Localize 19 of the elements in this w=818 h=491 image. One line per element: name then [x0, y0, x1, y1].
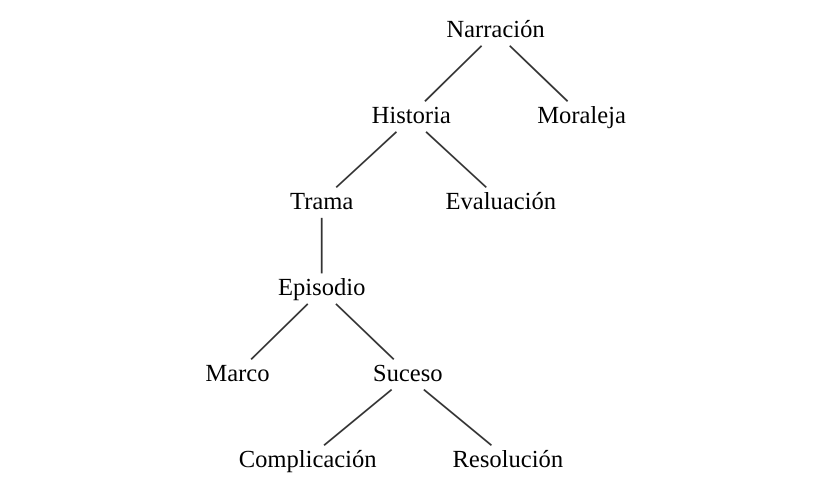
connector: [508, 45, 568, 102]
node-text: Resolución: [452, 446, 563, 474]
node-text: Narración: [446, 16, 544, 43]
connector: [322, 388, 392, 446]
node-text: Episodio: [278, 274, 365, 302]
node-text: Trama: [290, 188, 353, 215]
connector: [250, 303, 308, 360]
connector: [424, 131, 486, 188]
connector: [334, 303, 394, 360]
node-text: Historia: [371, 102, 450, 129]
node-text: Marco: [204, 360, 270, 388]
connector: [320, 218, 322, 274]
node-text: Suceso: [372, 360, 442, 388]
connector: [424, 45, 482, 102]
node-text: Complicación: [238, 446, 376, 474]
node-text: Moraleja: [536, 102, 626, 129]
node-text: Evaluación: [445, 188, 556, 215]
connector: [335, 131, 397, 188]
connector: [422, 388, 492, 446]
